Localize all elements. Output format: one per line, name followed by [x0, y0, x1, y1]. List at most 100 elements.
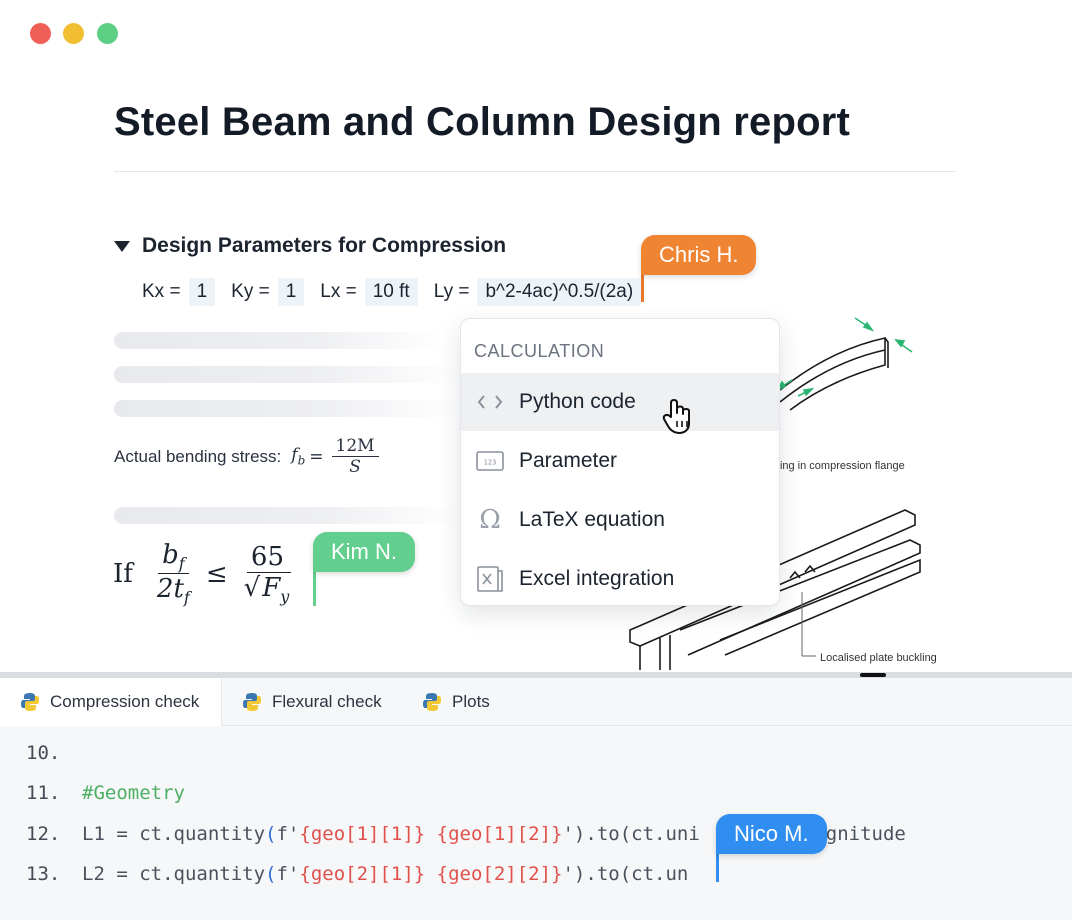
bending-lhs-f: f [291, 445, 298, 466]
line-number: 13. [26, 863, 61, 885]
bending-lhs-sub: b [297, 453, 306, 468]
left-numerator: bf [158, 540, 189, 575]
param-value-kx[interactable]: 1 [188, 278, 216, 306]
tab-compression-check[interactable]: Compression check [0, 678, 222, 726]
sqrt-radicand: Fy [260, 571, 292, 606]
code-text: f' [276, 823, 300, 845]
less-equal-operator: ≤ [205, 558, 228, 589]
code-line: 11. #Geometry [26, 782, 185, 804]
param-label-ky: Ky = [231, 281, 270, 302]
collaborator-cursor-kim [313, 556, 316, 606]
collaborator-tag-chris: Chris H. [641, 235, 757, 275]
placeholder-line [114, 366, 460, 383]
code-line: 12. L1 = ct.quantity(f'{geo[1][1]} {geo[… [26, 823, 906, 845]
code-text: .to( [585, 863, 632, 885]
illustration-label-top: kling in compression flange [772, 460, 905, 472]
code-text: .to( [585, 823, 632, 845]
menu-item-parameter[interactable]: 123 Parameter [461, 432, 779, 490]
code-string: {geo[2][1]} {geo[2][2]} [299, 863, 563, 885]
placeholder-line [114, 332, 444, 349]
parameter-row: Kx = 1 Ky = 1 Lx = 10 ft Ly = b^2-4ac)^0… [142, 278, 642, 306]
code-tab-bar: Compression check Flexural check Plots [0, 678, 1072, 726]
section-header[interactable]: Design Parameters for Compression [114, 234, 506, 258]
bending-lhs: fb [291, 445, 305, 467]
code-text: ') [562, 863, 586, 885]
menu-item-excel-integration[interactable]: Excel integration [461, 550, 779, 605]
number-box-icon: 123 [461, 450, 519, 472]
code-line: 10. [26, 742, 82, 764]
left-denominator: 2tf [153, 574, 194, 607]
code-editor[interactable]: 10. 11. #Geometry 12. L1 = ct.quantity(f… [0, 726, 1072, 920]
panel-resize-bar[interactable] [0, 672, 1072, 678]
code-string: {geo[1][1]} {geo[1][2]} [299, 823, 563, 845]
collaborator-tag-kim: Kim N. [313, 532, 415, 572]
section-title: Design Parameters for Compression [142, 234, 507, 257]
radicand-f: F [262, 572, 281, 603]
left-denominator-t: 2t [156, 574, 184, 605]
python-icon [243, 693, 261, 711]
code-text: f' [276, 863, 300, 885]
illustration-label-bottom: Localised plate buckling [820, 652, 937, 664]
radicand-sub: y [280, 586, 290, 606]
bending-equals: = [309, 446, 324, 467]
tab-label: Compression check [50, 692, 200, 711]
bending-fraction: 12M S [331, 436, 379, 477]
menu-item-label: Excel integration [519, 567, 675, 590]
maximize-window-button[interactable] [97, 23, 118, 44]
menu-item-python-code[interactable]: Python code [461, 373, 779, 434]
svg-text:123: 123 [484, 459, 497, 467]
code-line: 13. L2 = ct.quantity(f'{geo[2][1]} {geo[… [26, 863, 688, 885]
python-icon [21, 693, 39, 711]
close-window-button[interactable] [30, 23, 51, 44]
right-denominator: √Fy [240, 571, 296, 606]
collaborator-cursor-nico [716, 852, 719, 882]
python-icon [423, 693, 441, 711]
document-title[interactable]: Steel Beam and Column Design report [114, 100, 851, 144]
menu-item-label: Python code [519, 390, 636, 413]
beam-buckling-illustration [629, 317, 921, 670]
hand-pointer-icon [662, 399, 690, 434]
minimize-window-button[interactable] [63, 23, 84, 44]
left-numerator-sub: f [178, 554, 185, 574]
param-label-ly: Ly = [433, 281, 470, 302]
left-numerator-b: b [162, 540, 179, 570]
line-number: 11. [26, 782, 61, 804]
param-value-ly[interactable]: b^2-4ac)^0.5/(2a) [477, 278, 642, 306]
if-keyword: If [113, 558, 133, 589]
code-comment: #Geometry [82, 782, 185, 804]
menu-item-label: Parameter [519, 449, 618, 472]
title-divider [114, 171, 956, 172]
tab-flexural-check[interactable]: Flexural check [222, 678, 402, 726]
omega-icon: Ω [479, 505, 501, 535]
code-text: L2 = ct.quantity [82, 863, 266, 885]
insert-block-menu: CALCULATION Python code 123 Parameter Ω … [460, 318, 780, 606]
right-fraction: 65 √Fy [240, 542, 296, 606]
resize-handle[interactable] [860, 673, 886, 677]
param-label-lx: Lx = [320, 281, 357, 302]
bending-label: Actual bending stress: [114, 446, 282, 466]
bending-numerator: 12M [331, 436, 379, 457]
line-number: 10. [26, 742, 61, 764]
code-paren: ( [265, 863, 277, 885]
placeholder-line [114, 507, 460, 524]
right-numerator: 65 [246, 542, 288, 573]
tab-label: Flexural check [272, 692, 382, 711]
collapse-caret-icon[interactable] [114, 240, 130, 252]
code-paren: ( [265, 823, 277, 845]
slenderness-inequality[interactable]: If bf 2tf ≤ 65 √Fy [113, 540, 299, 607]
param-value-ky[interactable]: 1 [277, 278, 305, 306]
menu-item-latex-equation[interactable]: Ω LaTeX equation [461, 491, 779, 549]
code-text: ct.un [631, 863, 689, 885]
collaborator-tag-nico: Nico M. [716, 814, 827, 854]
code-brackets-icon [461, 393, 519, 411]
code-text: ') [562, 823, 586, 845]
param-label-kx: Kx = [142, 281, 181, 302]
code-text: L1 = ct.quantity [82, 823, 266, 845]
bending-stress-formula[interactable]: Actual bending stress: fb = 12M S [114, 436, 383, 477]
code-text: gnitude [825, 823, 906, 845]
menu-heading: CALCULATION [474, 341, 605, 361]
tab-plots[interactable]: Plots [402, 678, 510, 726]
param-value-lx[interactable]: 10 ft [364, 278, 418, 306]
sqrt-icon: √ [243, 572, 261, 603]
